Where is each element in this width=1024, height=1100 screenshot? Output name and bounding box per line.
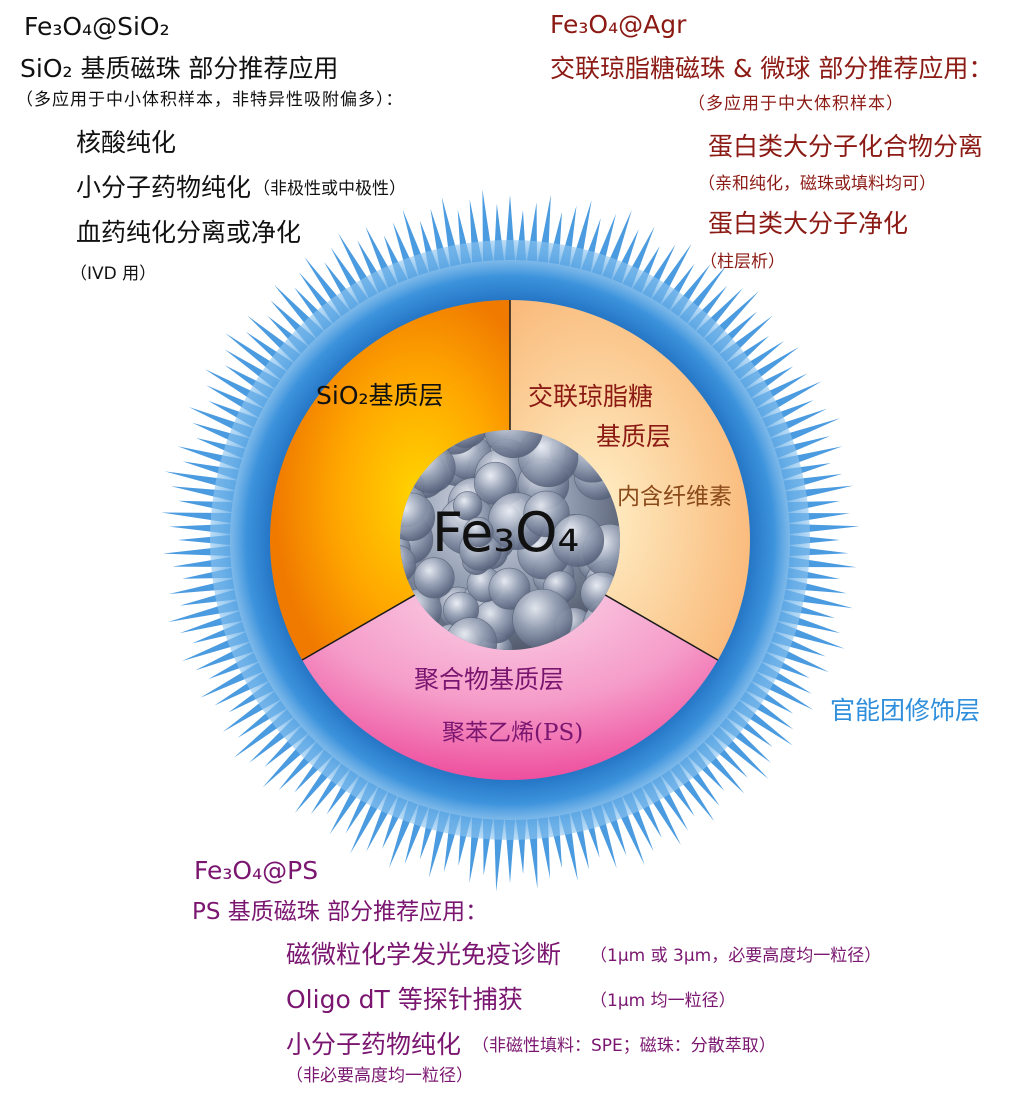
core-particle [463, 516, 494, 548]
agr-layer-label-line1: 交联琼脂糖 [528, 382, 654, 411]
ps-panel-title: Fe₃O₄@PS [194, 856, 319, 885]
agr-panel-title: Fe₃O₄@Agr [550, 10, 687, 39]
functional-group-layer-label: 官能团修饰层 [830, 696, 981, 725]
core-particle [488, 567, 531, 610]
ps-item-chemiluminescence-note: （1μm 或 3μm，必要高度均一粒径） [590, 946, 882, 966]
sio2-item-small-molecule-note: （非极性或中极性） [253, 179, 406, 199]
agr-item-protein-separation: 蛋白类大分子化合物分离 [708, 132, 984, 161]
ps-item-small-molecule-note: （非磁性填料：SPE；磁珠：分散萃取） [472, 1036, 776, 1056]
core-particle [483, 430, 544, 459]
agr-item-protein-separation-note: （亲和纯化，磁珠或填料均可） [698, 174, 936, 194]
ps-panel-heading: PS 基质磁珠 部分推荐应用： [192, 899, 489, 925]
agr-layer-note: 内含纤维素 [617, 484, 732, 510]
sio2-layer-label: SiO₂基质层 [316, 381, 444, 410]
ps-panel-footnote: （非必要高度均一粒径） [286, 1066, 473, 1086]
sio2-panel-footnote: （IVD 用） [70, 264, 157, 284]
core-particle [400, 492, 436, 542]
ps-item-oligo-dt: Oligo dT 等探针捕获 [286, 985, 523, 1014]
ps-item-chemiluminescence: 磁微粒化学发光免疫诊断 [286, 940, 562, 969]
sio2-panel-note: （多应用于中小体积样本，非特异性吸附偏多）： [16, 90, 404, 110]
sio2-item-blood-drug: 血药纯化分离或净化 [76, 218, 302, 247]
sio2-panel-title: Fe₃O₄@SiO₂ [24, 12, 170, 41]
agr-layer-label-line2: 基质层 [596, 422, 672, 451]
sio2-item-small-molecule: 小分子药物纯化 [76, 173, 252, 202]
agr-panel-note: （多应用于中大体积样本） [688, 94, 904, 114]
core-particle [400, 544, 417, 584]
agr-item-protein-purification-note: （柱层析） [700, 252, 785, 272]
agr-panel-heading: 交联琼脂糖磁珠 & 微球 部分推荐应用： [550, 54, 994, 83]
ps-layer-note: 聚苯乙烯(PS) [442, 720, 584, 746]
core-particle [452, 491, 483, 521]
sio2-panel-heading: SiO₂ 基质磁珠 部分推荐应用 [20, 54, 339, 83]
fe3o4-core-label: Fe₃O₄ [432, 501, 580, 564]
core-particle [413, 557, 455, 599]
ps-item-oligo-dt-note: （1μm 均一粒径） [590, 991, 736, 1011]
sio2-item-nucleic-acid: 核酸纯化 [76, 128, 177, 157]
agr-item-protein-purification: 蛋白类大分子净化 [708, 209, 909, 238]
ps-layer-label: 聚合物基质层 [414, 665, 565, 694]
ps-item-small-molecule: 小分子药物纯化 [286, 1030, 462, 1059]
core-particle [551, 514, 605, 567]
